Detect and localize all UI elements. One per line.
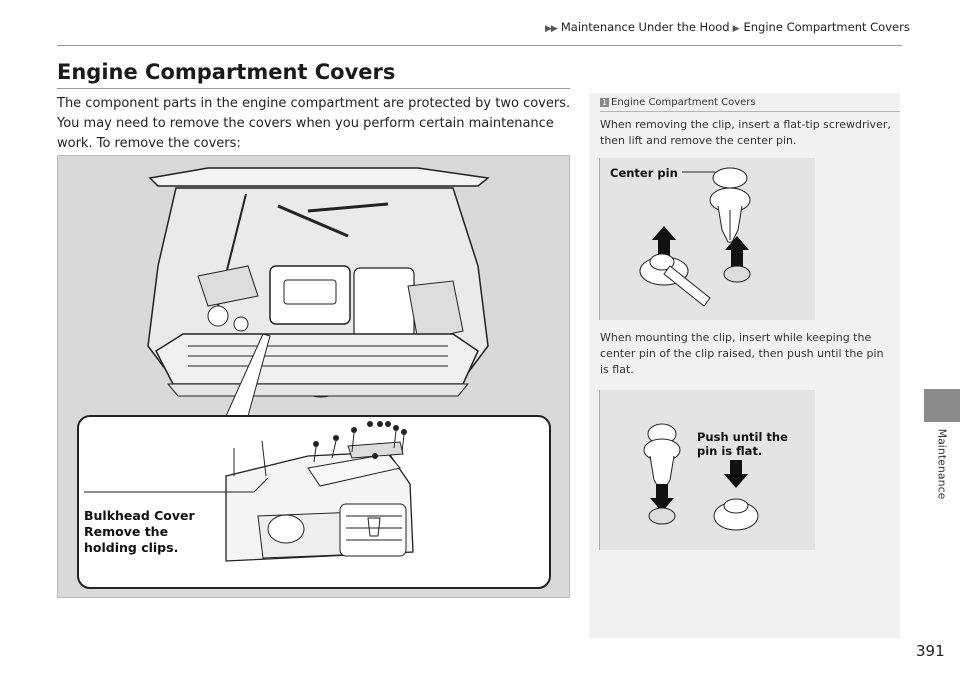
side-note-divider	[600, 111, 900, 112]
clip-mounting-illustration	[643, 423, 759, 531]
breadcrumb-section[interactable]: Maintenance Under the Hood	[560, 20, 730, 34]
engine-compartment-figure	[57, 155, 570, 598]
bulkhead-cover-callout: Bulkhead Cover Remove the holding clips.	[84, 508, 224, 556]
title-divider	[57, 88, 570, 89]
engine-compartment-illustration	[77, 167, 551, 589]
breadcrumb-page: Engine Compartment Covers	[743, 20, 910, 34]
removing-instructions: When removing the clip, insert a flat-ti…	[600, 118, 891, 147]
clip-removal-figure	[599, 158, 815, 320]
section-tab-label: Maintenance	[935, 428, 949, 500]
breadcrumb-separator-icon: ▶	[732, 24, 740, 34]
intro-paragraph: The component parts in the engine compar…	[57, 96, 571, 151]
bulkhead-cover-callout-text: Bulkhead Cover Remove the holding clips.	[84, 508, 195, 555]
page-number: 391	[916, 642, 945, 660]
breadcrumb: ▶▶Maintenance Under the Hood▶Engine Comp…	[545, 20, 910, 34]
clip-mounting-figure	[599, 390, 815, 550]
section-tab[interactable]	[924, 389, 960, 422]
center-pin-label: Center pin	[610, 166, 678, 180]
side-note-title-text: Engine Compartment Covers	[611, 97, 756, 108]
header-divider	[57, 45, 902, 46]
push-flat-label: Push until the pin is flat.	[697, 430, 788, 458]
mounting-instructions: When mounting the clip, insert while kee…	[600, 331, 884, 376]
side-note-marker-icon: 1	[600, 98, 609, 107]
clip-removal-illustration	[639, 167, 751, 307]
breadcrumb-arrow-icon: ▶▶	[545, 24, 558, 34]
page-title: Engine Compartment Covers	[57, 60, 396, 84]
